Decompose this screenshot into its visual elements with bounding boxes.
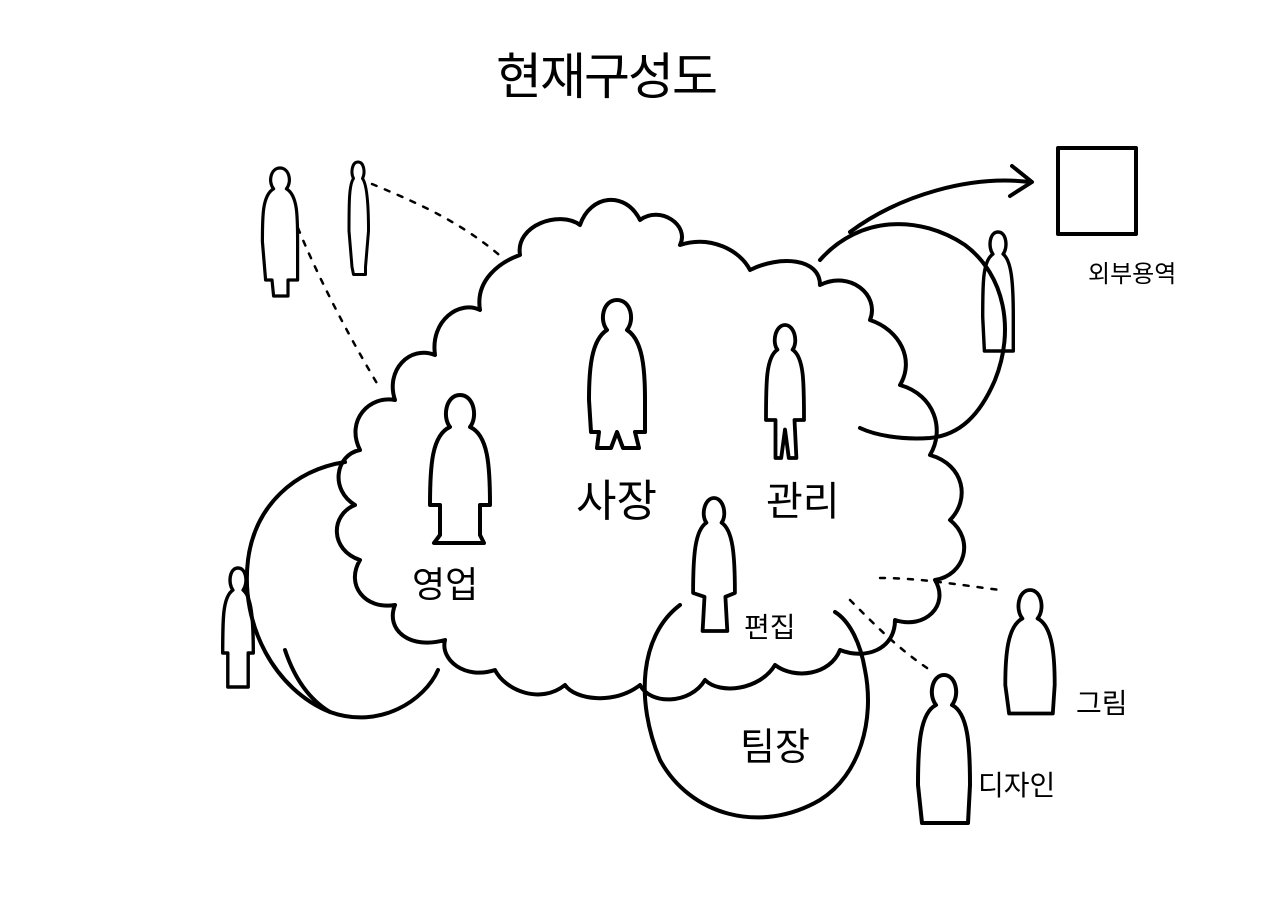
person-figure-icon (980, 230, 1016, 353)
admin-lobe (818, 222, 1007, 441)
label-team-lead: 팀장 (740, 725, 810, 769)
person-figure-icon (1003, 588, 1057, 716)
person-figure-icon (764, 323, 806, 460)
people (220, 160, 1057, 825)
label-editor: 편집 (744, 611, 796, 644)
label-designer: 디자인 (978, 769, 1056, 802)
label-sales: 영업 (412, 565, 479, 606)
person-figure-icon (347, 160, 370, 276)
person-figure-icon (587, 298, 647, 450)
diagram-title: 현재구성도 (496, 48, 718, 106)
person-figure-icon (260, 166, 300, 298)
team-lead-circle (642, 603, 870, 820)
label-illustration: 그림 (1076, 687, 1128, 720)
company-cloud (334, 197, 967, 702)
label-admin: 관리 (766, 479, 840, 525)
person-figure-icon (220, 566, 256, 689)
sales-circle (244, 460, 440, 720)
label-outsource: 외부용역 (1088, 260, 1177, 288)
outsource-box-icon (1056, 146, 1138, 236)
dotted-connectors (296, 182, 1002, 672)
label-president: 사장 (576, 476, 657, 527)
person-figure-icon (916, 673, 972, 825)
person-figure-icon (428, 393, 492, 545)
outsource-arrow (848, 164, 1034, 234)
person-figure-icon (691, 496, 737, 633)
